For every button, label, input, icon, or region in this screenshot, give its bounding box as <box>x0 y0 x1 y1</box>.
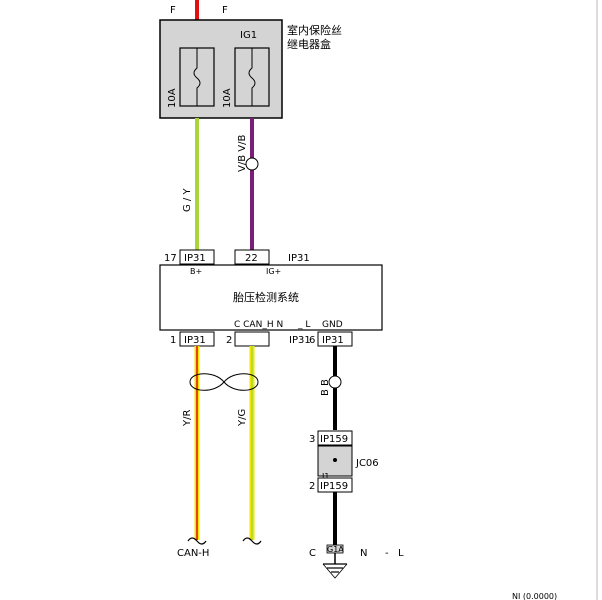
splice-top-conn: IP159 <box>320 434 348 445</box>
fuse-left-symbol <box>193 48 201 106</box>
twisted-pair-symbol <box>189 373 259 391</box>
pin-17-box <box>179 249 215 265</box>
fuse-right-rating: 10A <box>222 88 233 108</box>
pin-6-num: 6 <box>309 335 315 346</box>
splice-top-pin: 3 <box>309 434 315 445</box>
top-label-left: F <box>170 5 176 16</box>
pin-2-num: 2 <box>226 335 232 346</box>
pin-canh-label: C CAN_H N <box>234 320 283 330</box>
wire-label-b-b: B B <box>320 379 331 396</box>
pin-gnd-label: GND <box>322 320 343 330</box>
splice-bottom-pin: 2 <box>309 481 315 492</box>
wire-label-g-y: G / Y <box>182 188 193 212</box>
module-name: 胎压检测系统 <box>233 290 299 304</box>
footnote: NI (0.0000) <box>512 592 557 600</box>
splice-inner-label: J1 <box>321 472 329 481</box>
can-h-wire-end <box>187 537 207 545</box>
splice-name: JC06 <box>355 458 379 469</box>
pin-22-box <box>234 249 270 265</box>
splice-dot <box>333 458 337 462</box>
pin-6-conn-left: IP31 <box>289 335 311 346</box>
fuse-box-title-line2: 继电器盒 <box>287 37 331 51</box>
ground-wire-junction <box>328 375 342 389</box>
wire-junction <box>245 157 259 171</box>
pin-canl-label: _ L <box>297 320 310 330</box>
splice-bottom-conn: IP159 <box>320 481 348 492</box>
ground-icon <box>322 563 348 579</box>
ground-label-l: L <box>398 548 404 559</box>
module-connector-top: IP31 <box>288 253 310 264</box>
pin-17-num: 17 <box>164 253 177 264</box>
can-h-label: CAN-H <box>177 548 209 559</box>
fuse-right-name: IG1 <box>240 30 257 41</box>
pin-17-conn: IP31 <box>184 253 206 264</box>
wire-label-vb: V/B V/B <box>237 135 248 172</box>
ground-label-n: N <box>360 548 367 559</box>
wire-label-y-g: Y/G <box>237 409 248 427</box>
fuse-relay-box <box>159 19 283 119</box>
fuse-box-title-line1: 室内保险丝 <box>287 23 342 37</box>
pin-6-conn: IP31 <box>322 335 344 346</box>
top-label-right: F <box>222 5 228 16</box>
ground-code: G1A <box>327 545 344 554</box>
fuse-left-rating: 10A <box>167 88 178 108</box>
pin-1-num: 1 <box>170 335 176 346</box>
splice-top-box <box>317 430 353 446</box>
pin-2-box <box>234 331 270 347</box>
ground-label-c: C <box>309 548 316 559</box>
pin-igplus-label: IG+ <box>266 267 281 276</box>
can-l-wire-end <box>242 537 262 545</box>
pin-bplus-label: B+ <box>190 267 202 276</box>
pin-1-conn: IP31 <box>184 335 206 346</box>
tpms-module <box>159 264 383 331</box>
ground-label-dash: - <box>385 548 389 559</box>
pin-22-num: 22 <box>245 253 258 264</box>
wire-label-y-r: Y/R <box>182 410 193 427</box>
splice-body <box>317 445 353 477</box>
fuse-right-symbol <box>248 48 256 106</box>
